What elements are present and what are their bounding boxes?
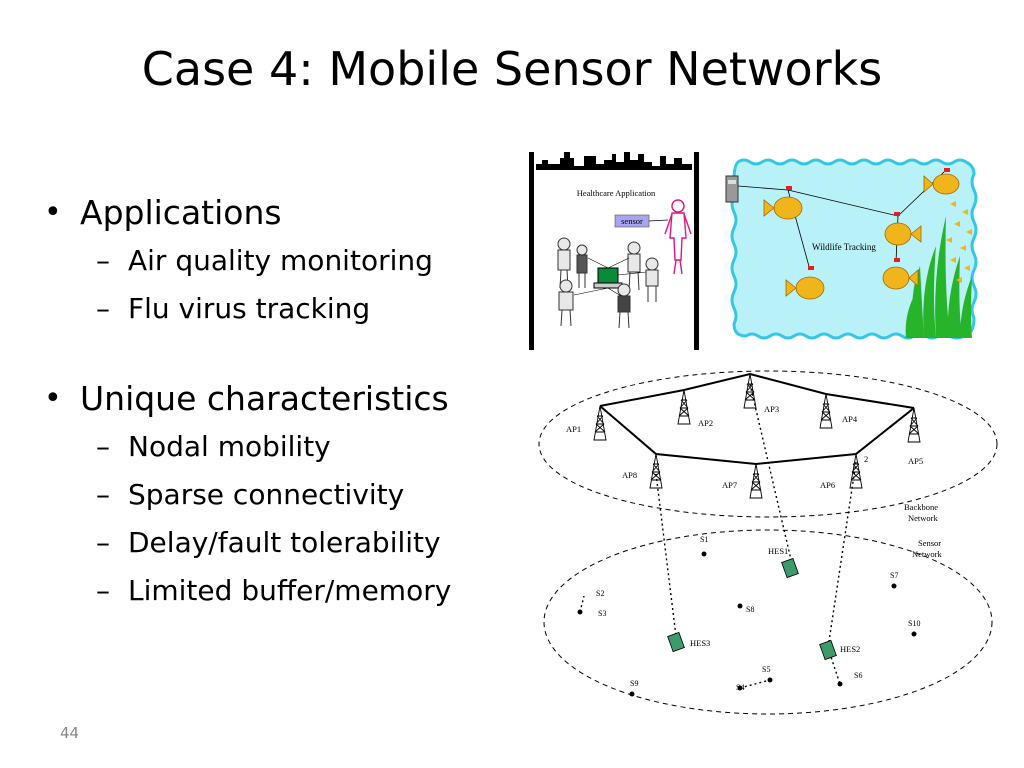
ap-label: AP4 bbox=[842, 414, 858, 424]
ap-label: AP1 bbox=[566, 424, 581, 434]
backbone-label: Backbone bbox=[904, 502, 938, 512]
wildlife-label: Wildlife Tracking bbox=[812, 242, 876, 252]
sensor-network-label: Network bbox=[912, 549, 942, 559]
ap-label: AP6 bbox=[820, 480, 835, 490]
sub-bullet: –Nodal mobility bbox=[96, 422, 524, 470]
sensor-node-label: S6 bbox=[854, 671, 862, 680]
sub-bullet: –Limited buffer/memory bbox=[96, 566, 524, 614]
bullet-label: Unique characteristics bbox=[80, 378, 449, 418]
bullet-characteristics: • Unique characteristics bbox=[44, 374, 524, 422]
sensor-node-label: S7 bbox=[890, 571, 898, 580]
sub-bullet-label: Delay/fault tolerability bbox=[128, 525, 441, 559]
ap-label: AP7 bbox=[722, 480, 737, 490]
sensor-node-label: S3 bbox=[598, 609, 606, 618]
sensor-node-label: S8 bbox=[746, 605, 754, 614]
sub-bullet: –Sparse connectivity bbox=[96, 470, 524, 518]
sub-bullet-label: Air quality monitoring bbox=[128, 243, 433, 277]
sub-dash: – bbox=[96, 291, 110, 325]
sub-bullet: –Air quality monitoring bbox=[96, 236, 524, 284]
slide-title: Case 4: Mobile Sensor Networks bbox=[141, 42, 883, 96]
sub-bullet: –Delay/fault tolerability bbox=[96, 518, 524, 566]
healthcare-title: Healthcare Application bbox=[577, 188, 656, 198]
sub-dash: – bbox=[96, 573, 110, 607]
sensor-network-label: Sensor bbox=[918, 538, 941, 548]
sensor-node-label: S5 bbox=[762, 665, 770, 674]
bullet-label: Applications bbox=[80, 192, 282, 232]
ap-label: AP5 bbox=[908, 456, 923, 466]
bullet-dot: • bbox=[44, 380, 62, 416]
ap-label: AP2 bbox=[698, 418, 713, 428]
sub-bullet-label: Flu virus tracking bbox=[128, 291, 371, 325]
city-skyline-icon bbox=[536, 152, 692, 170]
human-body-icon bbox=[664, 199, 692, 275]
sub-bullet-label: Limited buffer/memory bbox=[128, 573, 452, 607]
ap-label: AP8 bbox=[622, 470, 637, 480]
sensor-node-label: S9 bbox=[630, 679, 638, 688]
healthcare-figure: Healthcare Application sensor bbox=[529, 152, 699, 350]
bullet-applications: • Applications bbox=[44, 188, 524, 236]
sub-bullet-label: Nodal mobility bbox=[128, 429, 331, 463]
sensor-label: sensor bbox=[621, 216, 643, 226]
sub-bullet: –Flu virus tracking bbox=[96, 284, 524, 332]
laptop-icon bbox=[593, 267, 623, 289]
base-station-icon bbox=[725, 175, 739, 203]
bullet-list: •Applications –Air quality monitoring –F… bbox=[44, 188, 524, 614]
people-icon bbox=[557, 237, 659, 329]
fish-school-icon bbox=[946, 201, 972, 283]
hes-label: HES1 bbox=[768, 546, 788, 556]
ap-label: AP3 bbox=[764, 404, 779, 414]
sub-dash: – bbox=[96, 243, 110, 277]
fish-icon bbox=[763, 173, 960, 300]
sensor-node-label: S1 bbox=[700, 535, 708, 544]
seaweed-icon bbox=[905, 216, 972, 338]
hes-label: HES2 bbox=[840, 644, 860, 654]
sensor-node-label: S2 bbox=[596, 589, 604, 598]
sensor-node-label: S10 bbox=[908, 619, 920, 628]
sensor-node-label: S4 bbox=[736, 683, 744, 692]
ap-tower-icon bbox=[593, 373, 921, 499]
sub-dash: – bbox=[96, 429, 110, 463]
hes-label: HES3 bbox=[690, 638, 710, 648]
extra-label: 2 bbox=[864, 454, 868, 464]
sub-dash: – bbox=[96, 477, 110, 511]
backbone-label: Network bbox=[908, 513, 938, 523]
hes-device-icon bbox=[667, 557, 837, 661]
slide-number: 44 bbox=[60, 724, 80, 742]
bullet-dot: • bbox=[44, 194, 62, 230]
wildlife-figure: Wildlife Tracking bbox=[725, 158, 978, 340]
sub-dash: – bbox=[96, 525, 110, 559]
network-diagram: AP1 AP2 AP3 AP4 AP5 AP6 AP7 AP8 2 Backbo… bbox=[538, 370, 998, 715]
sub-bullet-label: Sparse connectivity bbox=[128, 477, 405, 511]
